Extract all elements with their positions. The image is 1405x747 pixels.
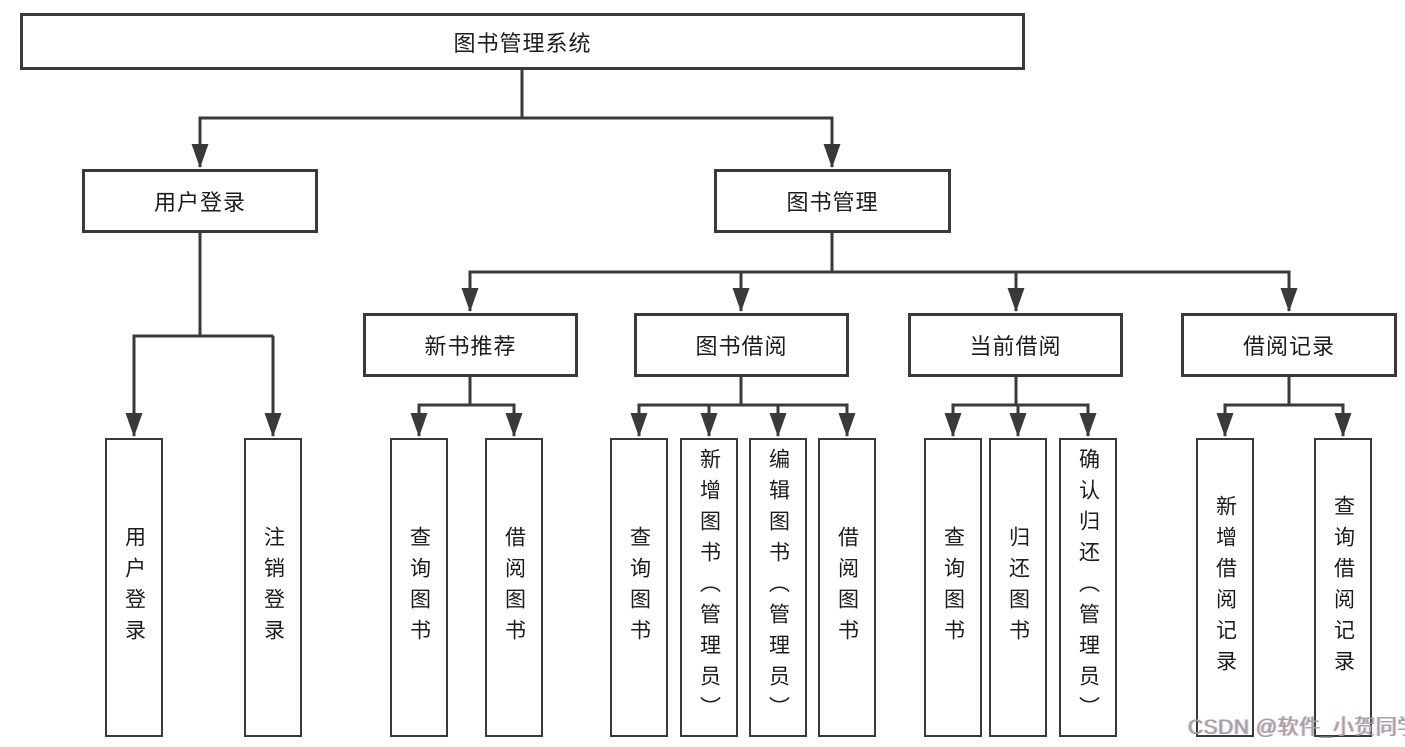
node-new-book-recommend: 新书推荐 [363, 313, 578, 377]
connector-segments [132, 70, 1345, 407]
leaf-query-borrow-record: 查询借阅记录 [1314, 438, 1372, 737]
connector-arrows [125, 118, 1352, 437]
node-label: 查询借阅记录 [1331, 494, 1355, 681]
leaf-edit-book-admin: 编辑图书（管理员） [749, 438, 807, 737]
leaf-logout: 注销登录 [244, 438, 302, 737]
leaf-query-book-borrowing: 查询图书 [610, 438, 668, 737]
node-label: 查询图书 [627, 525, 651, 650]
node-label: 编辑图书（管理员） [766, 448, 790, 727]
node-label: 用户登录 [153, 190, 246, 215]
node-label: 图书管理 [786, 190, 879, 215]
node-label: 注销登录 [261, 525, 285, 650]
node-label: 查询图书 [941, 525, 965, 650]
node-label: 借阅图书 [835, 525, 859, 650]
node-user-login: 用户登录 [82, 169, 318, 233]
node-library-management-system: 图书管理系统 [20, 13, 1025, 70]
leaf-borrow-book: 借阅图书 [818, 438, 876, 737]
node-label: 借阅图书 [502, 525, 526, 650]
node-label: 当前借阅 [969, 334, 1062, 359]
leaf-add-book-admin: 新增图书（管理员） [680, 438, 738, 737]
leaf-borrow-book-recommend: 借阅图书 [485, 438, 543, 737]
node-label: 归还图书 [1006, 525, 1030, 650]
node-book-management: 图书管理 [714, 169, 951, 233]
leaf-user-login: 用户登录 [105, 438, 163, 737]
leaf-query-book-current: 查询图书 [924, 438, 982, 737]
node-label: 借阅记录 [1242, 334, 1335, 359]
node-label: 确认归还（管理员） [1076, 448, 1100, 727]
node-current-borrowing: 当前借阅 [908, 313, 1123, 377]
node-borrowing-records: 借阅记录 [1181, 313, 1397, 377]
leaf-return-book: 归还图书 [989, 438, 1047, 737]
node-label: 新增图书（管理员） [697, 448, 721, 727]
leaf-add-borrow-record: 新增借阅记录 [1196, 438, 1254, 737]
node-label: 图书管理系统 [453, 30, 592, 56]
node-book-borrowing: 图书借阅 [634, 313, 849, 377]
node-label: 图书借阅 [695, 334, 788, 359]
watermark: CSDN @软件_小贺同学 [1188, 716, 1405, 739]
node-label: 新书推荐 [424, 334, 517, 359]
leaf-confirm-return-admin: 确认归还（管理员） [1059, 438, 1117, 737]
node-label: 查询图书 [407, 525, 431, 650]
node-label: 用户登录 [122, 525, 146, 650]
node-label: 新增借阅记录 [1213, 494, 1237, 681]
leaf-query-book-recommend: 查询图书 [390, 438, 448, 737]
